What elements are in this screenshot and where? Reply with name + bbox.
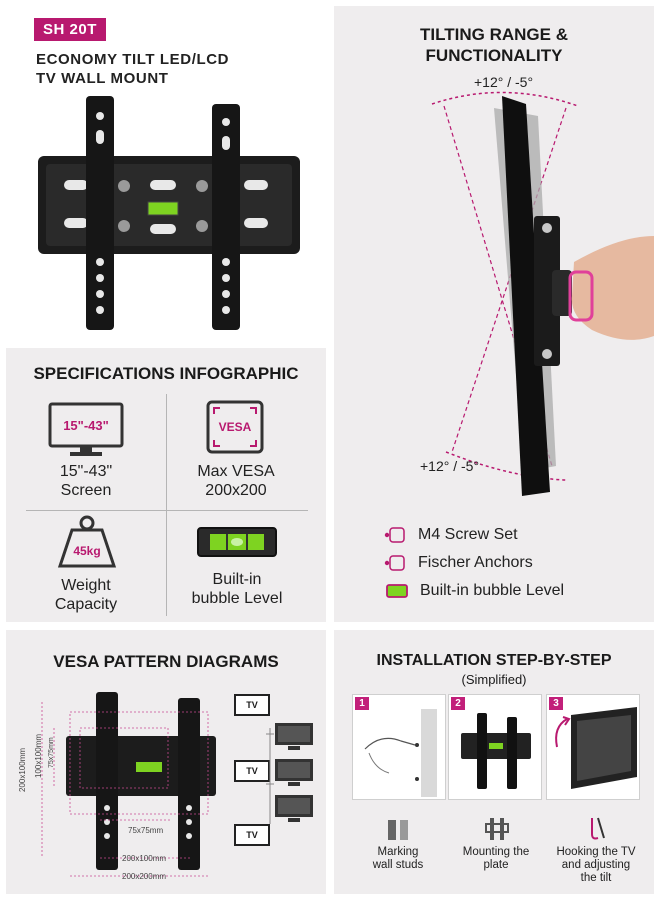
screen-size-spec: 15"-43" Screen — [26, 462, 146, 500]
vesa-value: 200x200 — [205, 482, 267, 499]
specs-title: SPECIFICATIONS INFOGRAPHIC — [33, 364, 299, 383]
step-3-number: 3 — [549, 697, 563, 710]
wall-mount-image — [38, 96, 300, 330]
step-1-number: 1 — [355, 697, 369, 710]
label-75x75-horizontal: 75x75mm — [128, 826, 164, 835]
screen-size-value: 15"-43" — [59, 463, 113, 480]
step-1-caption-line1: Marking — [377, 846, 419, 858]
product-title: ECONOMY TILT LED/LCD TV WALL MOUNT — [36, 50, 229, 88]
screen-icon-text: 15"-43" — [63, 418, 109, 433]
tilting-title-line2: FUNCTIONALITY — [425, 46, 563, 65]
tilting-title: TILTING RANGE & FUNCTIONALITY — [334, 24, 654, 66]
hook-icon — [591, 817, 605, 840]
hook-tv-icon — [555, 707, 637, 789]
weight-icon — [57, 515, 117, 568]
tv-box-1: TV — [234, 694, 270, 716]
step-2-number: 2 — [451, 697, 465, 710]
label-200x100-vertical: 200x100mm — [18, 747, 27, 792]
accessory-label: Built-in bubble Level — [420, 582, 565, 599]
step-3-caption: Hooking the TV and adjusting the tilt — [548, 846, 644, 885]
tilt-range-bottom: +12° / -5° — [420, 458, 480, 474]
label-100x100-vertical: 100x100mm — [34, 733, 43, 778]
tilt-diagram — [431, 91, 654, 496]
grid-divider-vertical — [166, 394, 167, 616]
specs-panel: SPECIFICATIONS INFOGRAPHIC 15"-43" 15"-4… — [6, 348, 326, 622]
step-3-caption-line2: and adjusting — [561, 859, 631, 871]
vesa-label: Max VESA — [197, 463, 275, 480]
accessory-label: Fischer Anchors — [418, 554, 533, 571]
weight-spec: Weight Capacity — [26, 576, 146, 614]
bubble-level-icon — [386, 583, 408, 599]
install-subtitle: (Simplified) — [461, 672, 527, 687]
grid-divider-horizontal — [26, 510, 308, 511]
level-label-line2: bubble Level — [191, 590, 283, 607]
accessory-bubble-level: Built-in bubble Level — [386, 582, 564, 600]
drill-marking-icon — [364, 709, 437, 797]
screw-set-icon — [384, 527, 406, 543]
step-1-caption: Marking wall studs — [350, 846, 446, 872]
installation-panel: INSTALLATION STEP-BY-STEP (Simplified) 1… — [334, 630, 654, 894]
vesa-title: VESA PATTERN DIAGRAMS — [53, 652, 279, 671]
accessory-label: M4 Screw Set — [418, 526, 518, 543]
step-2-caption-line1: Mounting the — [462, 846, 530, 858]
monitor-icon — [275, 759, 313, 786]
product-title-line1: ECONOMY TILT LED/LCD — [36, 51, 230, 68]
step-3-caption-line3: the tilt — [580, 872, 612, 884]
label-200x100-horizontal: 200x100mm — [122, 854, 167, 863]
monitor-icon — [48, 402, 124, 456]
install-title: INSTALLATION STEP-BY-STEP — [376, 652, 612, 669]
step-2-box: 2 — [448, 694, 542, 800]
weight-label-line2: Capacity — [54, 596, 118, 613]
screwdriver-icon — [388, 820, 408, 840]
spirit-level-icon — [197, 527, 277, 557]
bracket-icon — [485, 818, 509, 840]
level-spec: Built-in bubble Level — [174, 570, 300, 608]
product-panel: SH 20T ECONOMY TILT LED/LCD TV WALL MOUN… — [6, 6, 326, 342]
vesa-spec: Max VESA 200x200 — [176, 462, 296, 500]
step-1-box: 1 — [352, 694, 446, 800]
anchor-icon — [384, 555, 406, 571]
step-3-caption-line1: Hooking the TV — [556, 846, 636, 858]
tv-box-2: TV — [234, 760, 270, 782]
product-title-line2: TV WALL MOUNT — [36, 70, 169, 87]
weight-label-line1: Weight — [61, 577, 111, 594]
vesa-panel: VESA PATTERN DIAGRAMS 200x100mm 100x100m… — [6, 630, 326, 894]
label-200x200-horizontal: 200x200mm — [122, 872, 167, 881]
step-2-caption-line2: plate — [483, 859, 509, 871]
vesa-mount-diagram — [41, 692, 216, 877]
screen-size-label: Screen — [60, 482, 112, 499]
label-75x75-vertical: 75x75mm — [48, 737, 55, 768]
tilting-panel: TILTING RANGE & FUNCTIONALITY +12° / -5°… — [334, 6, 654, 622]
monitor-icon — [275, 795, 313, 822]
tilt-range-top: +12° / -5° — [474, 74, 534, 90]
accessory-screw-set: M4 Screw Set — [384, 526, 518, 544]
level-label-line1: Built-in — [212, 571, 262, 588]
monitor-icon — [275, 723, 313, 750]
tilting-title-line1: TILTING RANGE & — [420, 25, 568, 44]
weight-icon-text: 45kg — [73, 544, 101, 558]
tv-box-3: TV — [234, 824, 270, 846]
connector-lines — [266, 728, 274, 824]
accessory-fischer-anchors: Fischer Anchors — [384, 554, 533, 572]
vesa-icon — [206, 400, 264, 454]
vesa-icon-text: VESA — [218, 420, 252, 434]
mount-plate-icon — [461, 713, 531, 789]
step-2-caption: Mounting the plate — [448, 846, 544, 872]
step-1-caption-line2: wall studs — [372, 859, 424, 871]
model-badge: SH 20T — [34, 18, 106, 41]
step-3-box: 3 — [546, 694, 640, 800]
